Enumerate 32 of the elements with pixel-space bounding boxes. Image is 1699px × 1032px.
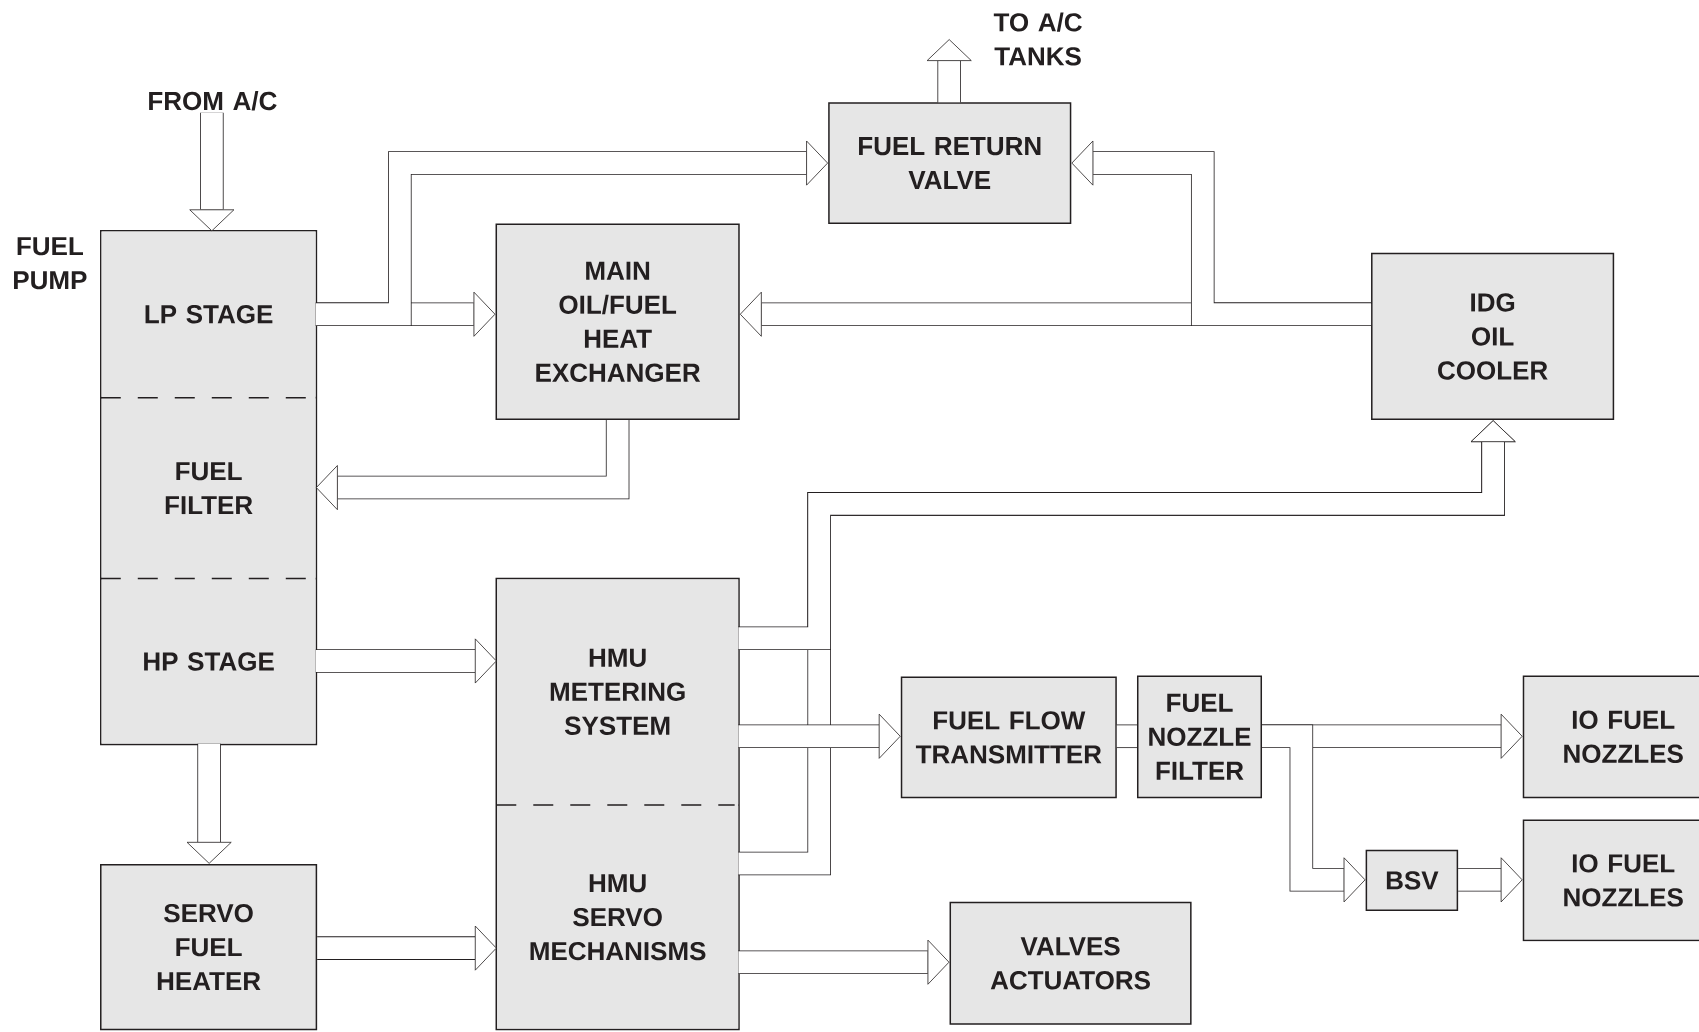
flow-arrow <box>189 112 235 232</box>
heading-text: FUEL PUMP <box>14 237 87 290</box>
flow-arrow <box>186 744 232 864</box>
flow-arrow <box>315 140 828 327</box>
process-box: FUEL NOZZLE FILTER <box>1137 675 1262 799</box>
process-box: SERVO FUEL HEATER <box>100 864 318 1031</box>
process-box: VALVES ACTUATORS <box>949 902 1192 1025</box>
flow-arrow <box>738 420 1516 651</box>
flow-arrow <box>315 638 497 684</box>
flow-arrow <box>926 39 972 103</box>
section-label: LP STAGE <box>101 231 316 398</box>
process-box: IO FUEL NOZZLES <box>1522 675 1699 799</box>
flow-arrow <box>1458 857 1523 903</box>
process-box: IO FUEL NOZZLES <box>1522 819 1699 942</box>
flow-label: TO A/C TANKS <box>993 12 1082 66</box>
process-box: FUEL FLOW TRANSMITTER <box>900 676 1117 799</box>
section-label: HMU METERING SYSTEM <box>497 579 739 805</box>
flow-arrow <box>315 420 630 511</box>
flow-arrow <box>1262 724 1366 903</box>
process-box: BSV <box>1365 850 1459 912</box>
flow-arrow <box>317 925 497 971</box>
flow-label: FROM A/C <box>149 91 277 111</box>
process-box: MAIN OIL/FUEL HEAT EXCHANGER <box>495 223 740 421</box>
section-label: HMU SERVO MECHANISMS <box>497 806 739 1029</box>
flow-pipe <box>1116 724 1137 749</box>
process-box: FUEL RETURN VALVE <box>828 102 1072 225</box>
process-box: IDG OIL COOLER <box>1371 253 1615 421</box>
flow-arrow <box>738 714 901 759</box>
flow-arrow <box>738 939 950 985</box>
section-label: FUEL FILTER <box>101 398 316 579</box>
section-label: HP STAGE <box>101 579 316 744</box>
flow-arrow <box>1071 140 1372 327</box>
